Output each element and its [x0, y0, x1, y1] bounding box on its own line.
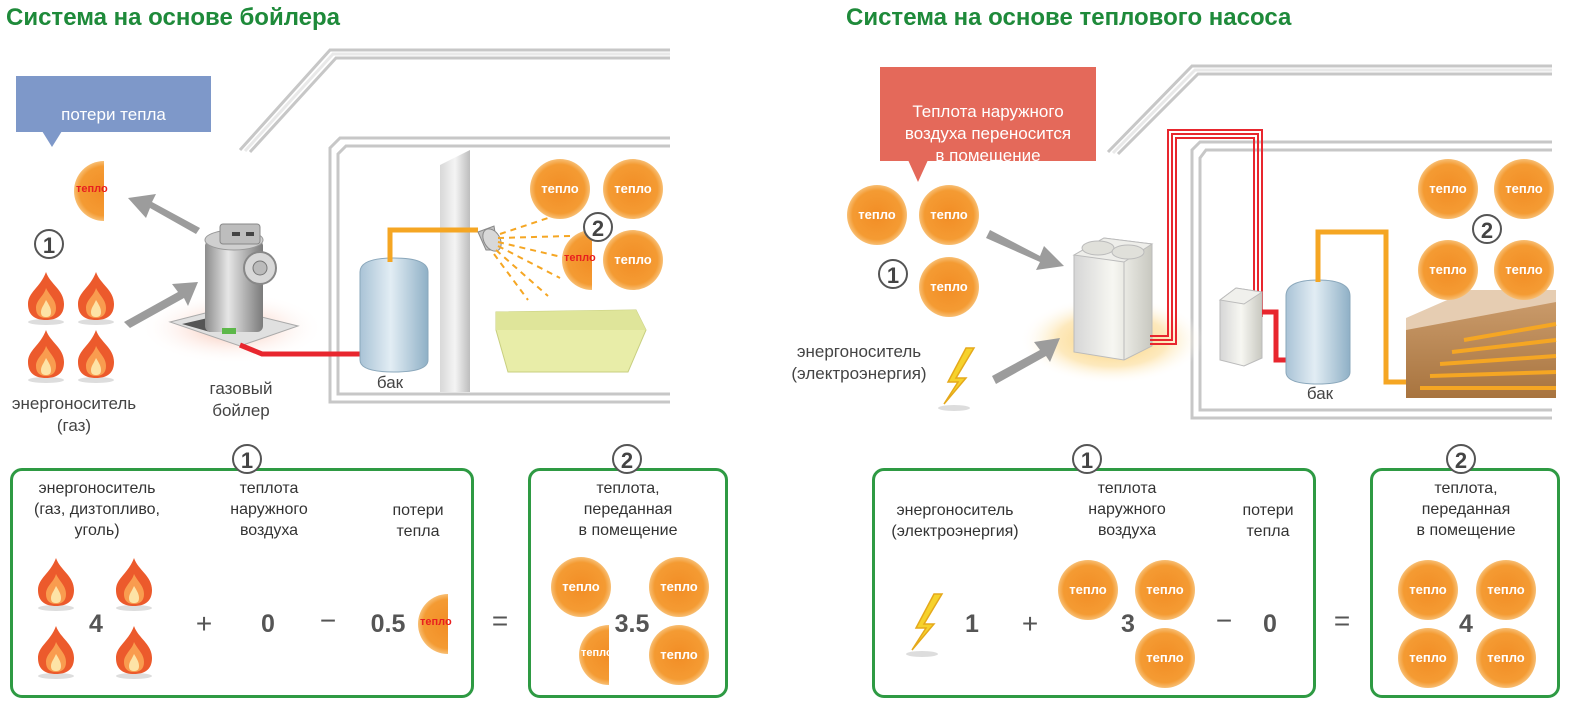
house-outline-left: [238, 48, 670, 404]
energy-label-electric: энергоноситель (электроэнергия): [791, 342, 927, 383]
eq-minus-left: −: [319, 605, 337, 636]
badge-2-right: 2: [1472, 214, 1502, 244]
gas-boiler-label: газовый бойлер: [209, 379, 273, 420]
heat-circle: тепло: [1058, 560, 1118, 620]
eq-value-energy-right: 1: [965, 610, 979, 638]
flame-icon: [28, 272, 64, 325]
heat-half-loss-label: тепло: [420, 616, 452, 628]
badge-eq-1-right: 1: [1072, 444, 1102, 474]
eq-value-outdoor-left: 0: [261, 610, 275, 638]
flue-loss-callout: потери тепла с дымовыми газами: [16, 76, 211, 147]
heat-circle: тепло: [919, 185, 979, 245]
pipe-red-left: [239, 342, 372, 357]
badge-2-left: 2: [583, 212, 613, 242]
eq-value-loss-right: 0: [1263, 610, 1277, 638]
flame-icon: [116, 558, 152, 611]
eq-equals-left: =: [491, 605, 509, 636]
arrow-energy-in-right: [992, 338, 1060, 384]
boiler-equation-box-1: [10, 468, 474, 698]
lightning-icon: [938, 347, 976, 411]
eq-col-outdoor-right: теплота наружного воздуха: [1088, 480, 1166, 539]
heat-circle: тепло: [1135, 560, 1195, 620]
badge-eq-2-left: 2: [612, 444, 642, 474]
heat-circle: тепло: [1398, 628, 1458, 688]
heat-circle: тепло: [603, 159, 663, 219]
pipe-orange-right: [1315, 229, 1406, 385]
heat-circle: тепло: [530, 159, 590, 219]
eq-col-delivered-left: теплота, переданная в помещение: [578, 480, 678, 539]
eq-col-loss-right: потери тепла: [1242, 502, 1294, 540]
boiler-title: Система на основе бойлера: [6, 4, 341, 31]
pipe-orange-left: [387, 227, 472, 262]
flame-icon: [38, 626, 74, 679]
eq-value-outdoor-right: 3: [1121, 610, 1135, 638]
eq-col-delivered-right: теплота, переданная в помещение: [1416, 480, 1516, 539]
wall-left: [440, 150, 470, 392]
gas-boiler: [204, 223, 277, 334]
outdoor-unit: [1072, 237, 1154, 361]
flame-icon: [28, 330, 64, 383]
heat-circle: тепло: [1476, 560, 1536, 620]
lightning-icon: [906, 593, 944, 657]
eq-equals-right: =: [1333, 605, 1351, 636]
eq-col-outdoor-left: теплота наружного воздуха: [230, 480, 308, 539]
heat-circle: тепло: [649, 557, 709, 617]
eq-value-delivered-left: 3.5: [614, 610, 650, 638]
heat-circle: тепло: [649, 625, 709, 685]
tank-label-right: бак: [1306, 384, 1334, 403]
heat-circle: тепло: [551, 557, 611, 617]
flame-icon: [38, 558, 74, 611]
house-outline-right: [1106, 64, 1552, 420]
arrow-energy-in-left: [124, 282, 198, 328]
badge-1-left: 1: [34, 229, 64, 259]
flame-icon: [78, 272, 114, 325]
flame-icon: [78, 330, 114, 383]
heater-lamp: [477, 225, 502, 252]
heat-circle: тепло: [1476, 628, 1536, 688]
heat-rays-left: [493, 213, 571, 301]
eq-value-energy-left: 4: [89, 610, 103, 638]
eq-col-loss-left: потери тепла: [392, 502, 444, 540]
badge-eq-1-left: 1: [232, 444, 262, 474]
eq-minus-right: −: [1215, 605, 1233, 636]
heat-circle: тепло: [603, 230, 663, 290]
heat-circle: тепло: [1494, 240, 1554, 300]
heat-circle: тепло: [1494, 159, 1554, 219]
heat-half-room-label: тепло: [564, 252, 596, 264]
heat-half-delivered-label: тепло: [581, 647, 613, 659]
heat-circle: тепло: [1135, 628, 1195, 688]
heat-half-flue-label: тепло: [76, 183, 108, 195]
badge-1-right: 1: [878, 259, 908, 289]
heat-circle: тепло: [1418, 159, 1478, 219]
arrow-boiler-exhaust: [128, 194, 200, 234]
tank-label-left: бак: [376, 373, 404, 392]
arrow-air-in: [986, 230, 1064, 270]
eq-plus-left: +: [195, 608, 213, 639]
flue-loss-text: потери тепла с дымовыми газами: [34, 105, 193, 146]
eq-col-energy-left: энергоноситель (газ, дизтопливо, уголь): [33, 480, 160, 539]
tank-right: [1285, 279, 1351, 385]
flame-icon: [116, 626, 152, 679]
tank-left: [359, 257, 429, 373]
eq-value-delivered-right: 4: [1459, 610, 1473, 638]
indoor-unit: [1218, 287, 1264, 367]
heatpump-title: Система на основе теплового насоса: [846, 4, 1292, 31]
air-transfer-text: Теплота наружного воздуха переносится в …: [904, 102, 1072, 165]
heat-circle: тепло: [847, 185, 907, 245]
heat-circle: тепло: [1398, 560, 1458, 620]
energy-label-gas: энергоноситель (газ): [11, 394, 137, 435]
air-transfer-callout: Теплота наружного воздуха переносится в …: [880, 67, 1096, 182]
floor-heating: [1406, 290, 1557, 398]
eq-col-energy-right: энергоноситель (электроэнергия): [891, 502, 1019, 540]
heat-circle: тепло: [1418, 240, 1478, 300]
eq-value-loss-left: 0.5: [370, 610, 406, 638]
badge-eq-2-right: 2: [1446, 444, 1476, 474]
bathtub: [495, 309, 647, 373]
heat-circle: тепло: [919, 257, 979, 317]
eq-plus-right: +: [1021, 608, 1039, 639]
